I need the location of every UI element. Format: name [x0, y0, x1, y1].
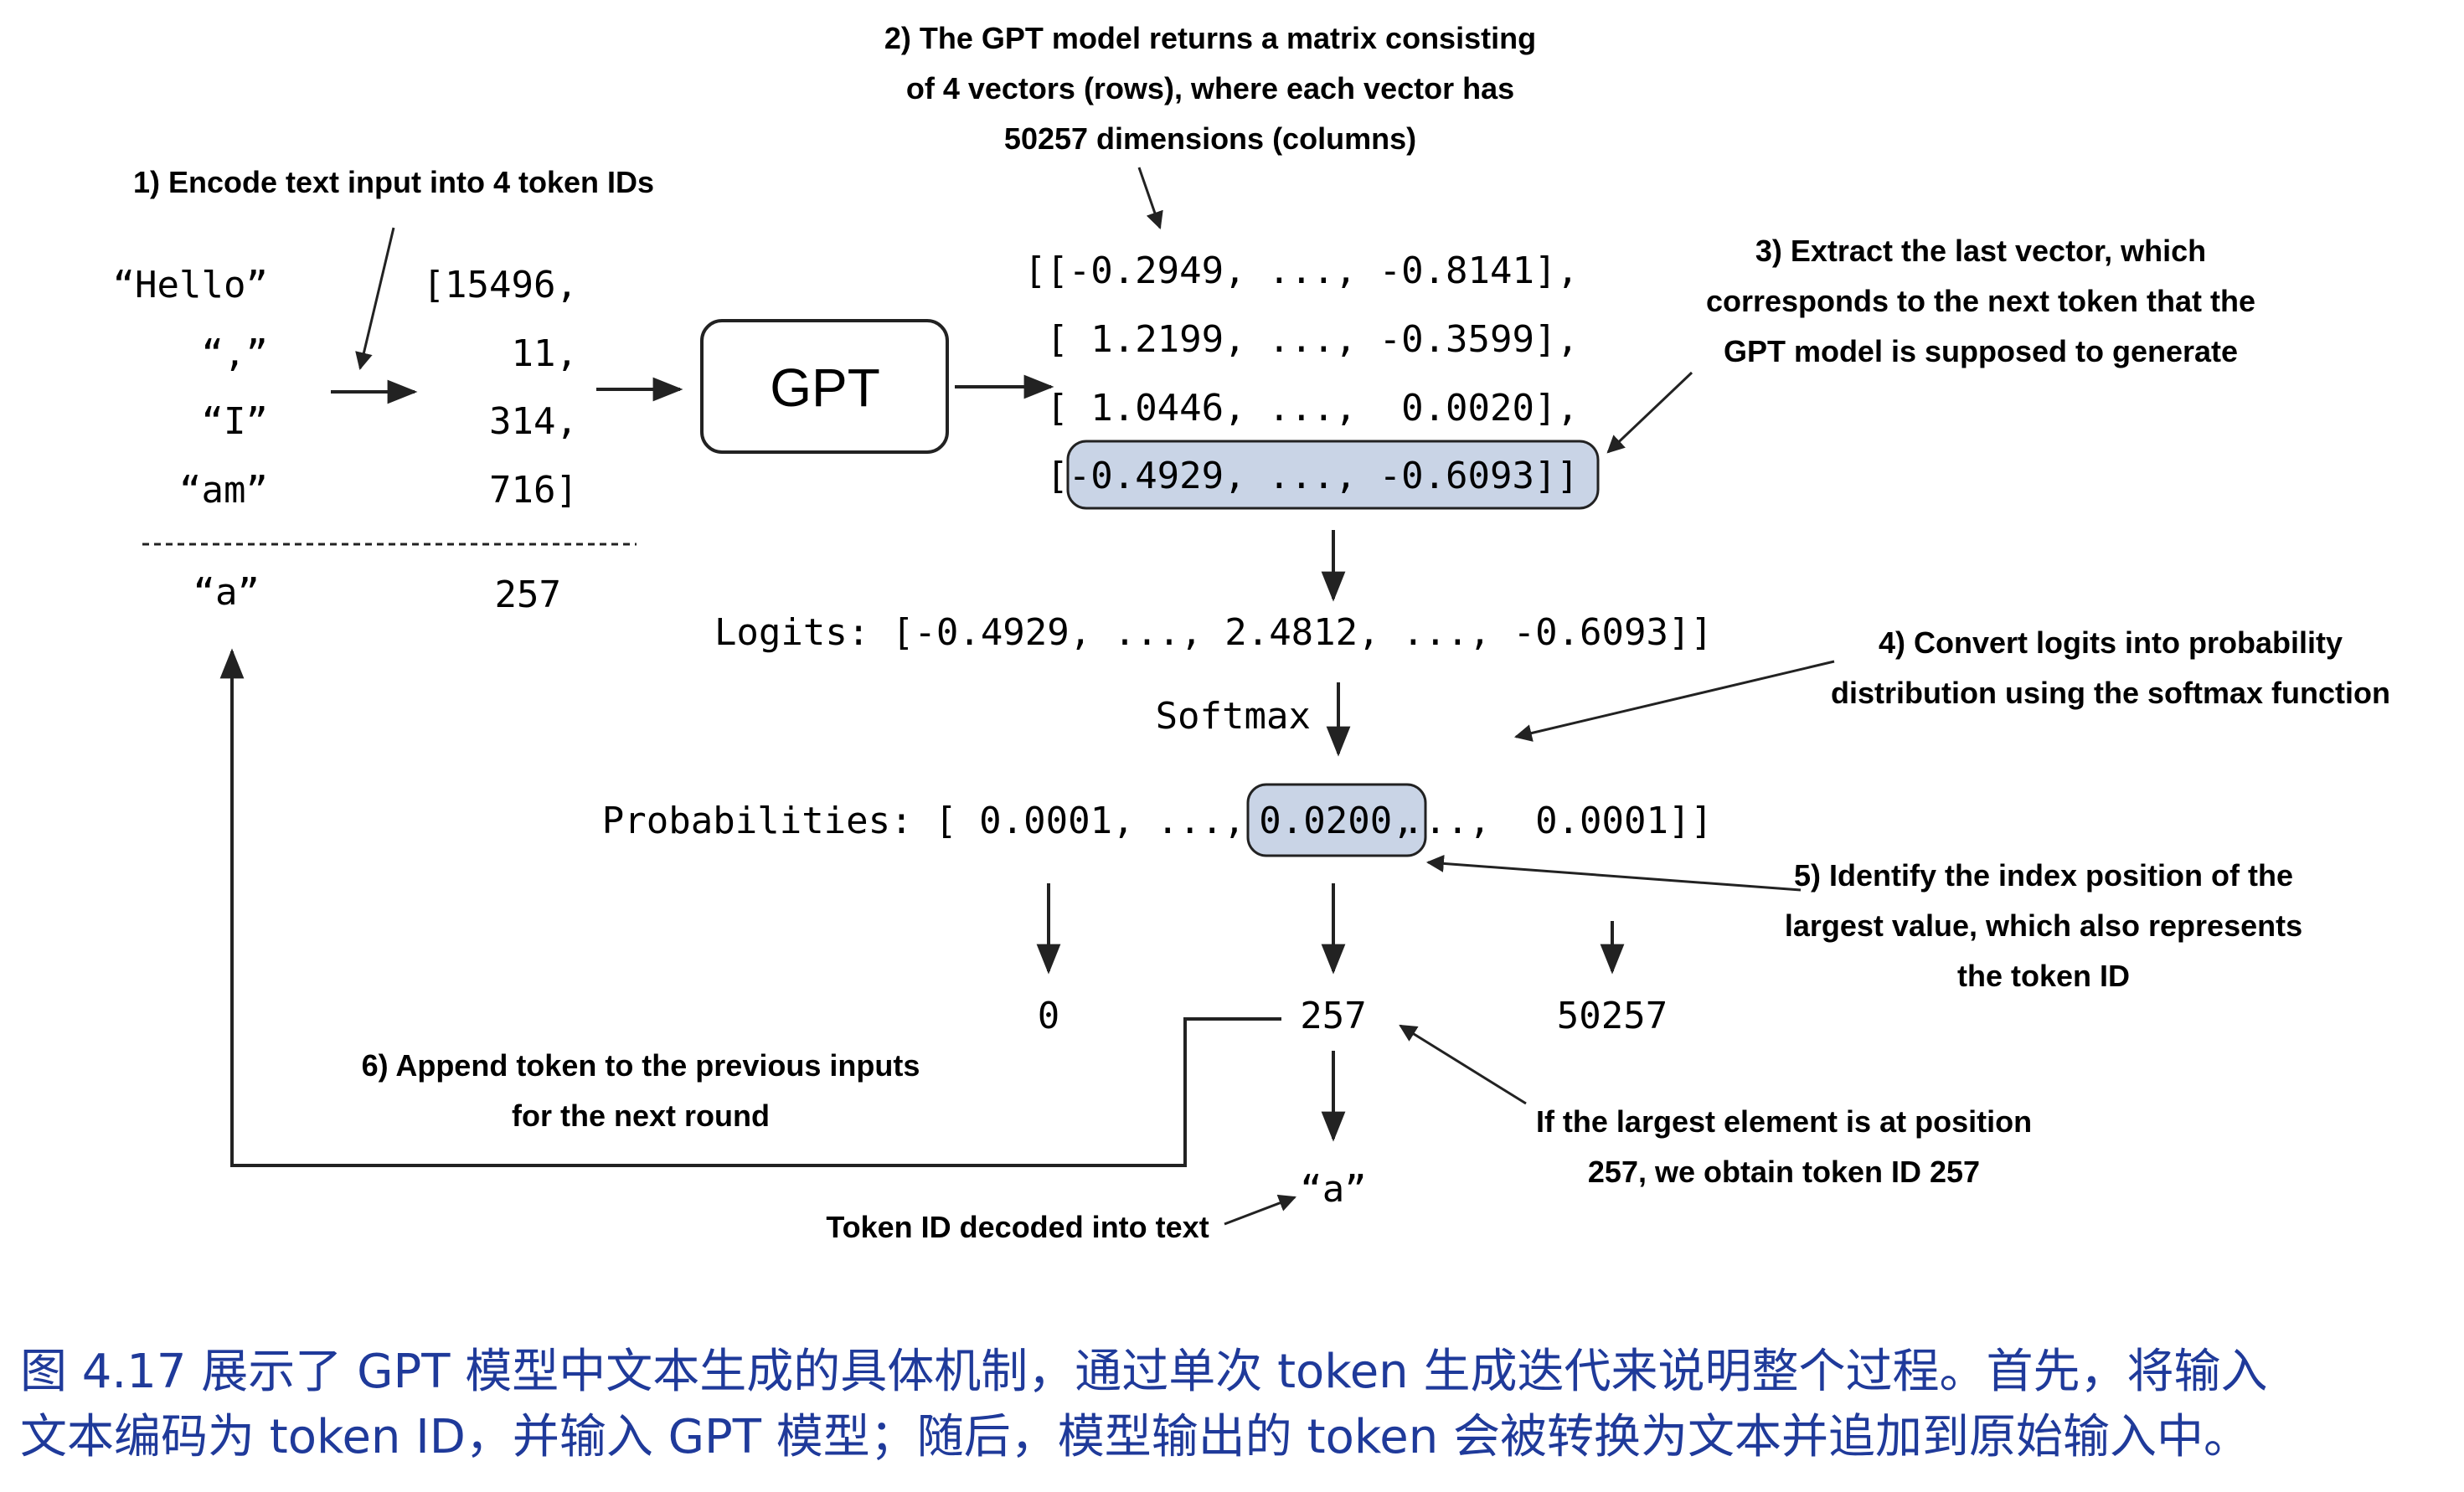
step2-line3: 50257 dimensions (columns) — [1004, 121, 1416, 156]
largest-element-arrow — [1399, 1024, 1527, 1105]
step5-line2: largest value, which also represents — [1785, 908, 2302, 943]
step6-annotation: 6) Append token to the previous inputs f… — [362, 1048, 920, 1133]
step3-annotation: 3) Extract the last vector, which corres… — [1706, 234, 2255, 368]
output-matrix: [[-0.2949, ..., -0.8141], [ 1.2199, ...,… — [1024, 250, 1579, 497]
input-token-text: “I” — [202, 400, 268, 443]
logits-row: Logits: [-0.4929, ..., 2.4812, ..., -0.6… — [714, 611, 1713, 654]
figure-caption: 图 4.17 展示了 GPT 模型中文本生成的具体机制，通过单次 token 生… — [20, 1340, 2449, 1470]
step1-annotation: 1) Encode text input into 4 token IDs — [133, 165, 654, 199]
gpt-model-label: GPT — [770, 358, 880, 418]
step3-line3: GPT model is supposed to generate — [1724, 334, 2238, 368]
step3-line1: 3) Extract the last vector, which — [1755, 234, 2206, 268]
decoded-token: “a” — [1300, 1168, 1366, 1211]
input-token-text: “am” — [179, 469, 268, 512]
decoded-annotation: Token ID decoded into text — [826, 1210, 1209, 1244]
matrix-row: [-0.4929, ..., -0.6093]] — [1046, 455, 1579, 497]
last-vector-highlight — [1066, 440, 1600, 510]
step2-line1: 2) The GPT model returns a matrix consis… — [884, 21, 1536, 55]
input-token-id: [15496, — [423, 264, 578, 306]
index-first: 0 — [1038, 995, 1060, 1037]
caption-line2: 文本编码为 token ID，并输入 GPT 模型；随后，模型输出的 token… — [20, 1410, 2251, 1464]
step2-line2: of 4 vectors (rows), where each vector h… — [906, 71, 1514, 105]
largest-line2: 257, we obtain token ID 257 — [1588, 1155, 1980, 1189]
largest-element-annotation: If the largest element is at position 25… — [1536, 1104, 2032, 1189]
index-last: 50257 — [1557, 995, 1668, 1037]
step6-line1: 6) Append token to the previous inputs — [362, 1048, 920, 1083]
step2-annotation: 2) The GPT model returns a matrix consis… — [884, 21, 1536, 156]
step2-arrow — [1137, 167, 1163, 229]
matrix-row: [[-0.2949, ..., -0.8141], — [1024, 250, 1579, 292]
step6-line2: for the next round — [512, 1098, 770, 1133]
gpt-model-box — [700, 319, 949, 454]
matrix-row: [ 1.2199, ..., -0.3599], — [1046, 318, 1579, 361]
appended-token-text: “a” — [193, 571, 260, 614]
step5-line3: the token ID — [1957, 959, 2130, 993]
step3-arrow — [1606, 371, 1693, 454]
max-probability-highlight — [1246, 783, 1427, 857]
input-token-text: “,” — [202, 332, 268, 375]
probabilities-highlight: 0.0200, — [1259, 800, 1414, 842]
feedback-loop-arrow — [219, 648, 1281, 1167]
probabilities-prefix: Probabilities: [ 0.0001, ..., — [602, 800, 1245, 842]
matrix-row: [ 1.0446, ..., 0.0020], — [1046, 387, 1579, 430]
step5-arrow — [1425, 854, 1802, 892]
index-selected: 257 — [1300, 995, 1366, 1037]
step4-arrow — [1513, 660, 1835, 742]
step5-annotation: 5) Identify the index position of the la… — [1785, 858, 2302, 993]
step3-line2: corresponds to the next token that the — [1706, 284, 2255, 318]
caption-line1: 图 4.17 展示了 GPT 模型中文本生成的具体机制，通过单次 token 生… — [20, 1345, 2268, 1399]
step4-annotation: 4) Convert logits into probability distr… — [1831, 625, 2390, 710]
step4-line2: distribution using the softmax function — [1831, 676, 2390, 710]
step4-line1: 4) Convert logits into probability — [1879, 625, 2343, 660]
step1-arrow — [355, 227, 395, 371]
appended-token-id: 257 — [495, 574, 561, 616]
largest-line1: If the largest element is at position — [1536, 1104, 2032, 1139]
softmax-label: Softmax — [1156, 695, 1311, 738]
input-tokens: “Hello” [15496, “,” 11, “I” 314, “am” 71… — [113, 264, 578, 512]
decoded-arrow — [1224, 1194, 1296, 1226]
probabilities-suffix: ..., 0.0001]] — [1402, 800, 1713, 842]
input-token-id: 11, — [512, 332, 578, 375]
input-token-id: 314, — [489, 400, 578, 443]
input-token-text: “Hello” — [113, 264, 268, 306]
step5-line1: 5) Identify the index position of the — [1794, 858, 2293, 893]
input-token-id: 716] — [489, 469, 578, 512]
